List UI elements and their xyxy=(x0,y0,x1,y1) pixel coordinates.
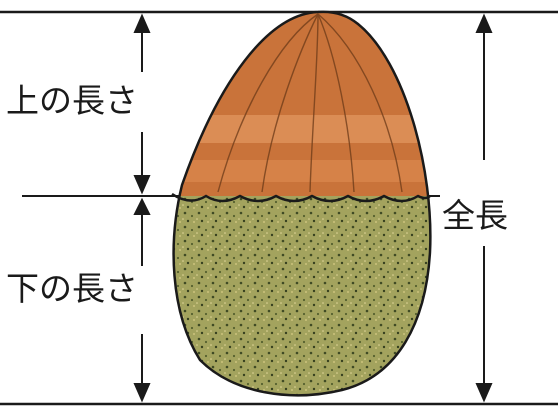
total-length-label: 全長 xyxy=(442,199,508,232)
seed xyxy=(150,0,450,410)
seed-upper-stripe-2 xyxy=(150,160,450,182)
upper-length-label: 上の長さ xyxy=(6,84,138,117)
lower-length-label: 下の長さ xyxy=(6,272,138,305)
seed-upper-stripe xyxy=(150,115,450,143)
seed-lower-part xyxy=(150,196,450,410)
